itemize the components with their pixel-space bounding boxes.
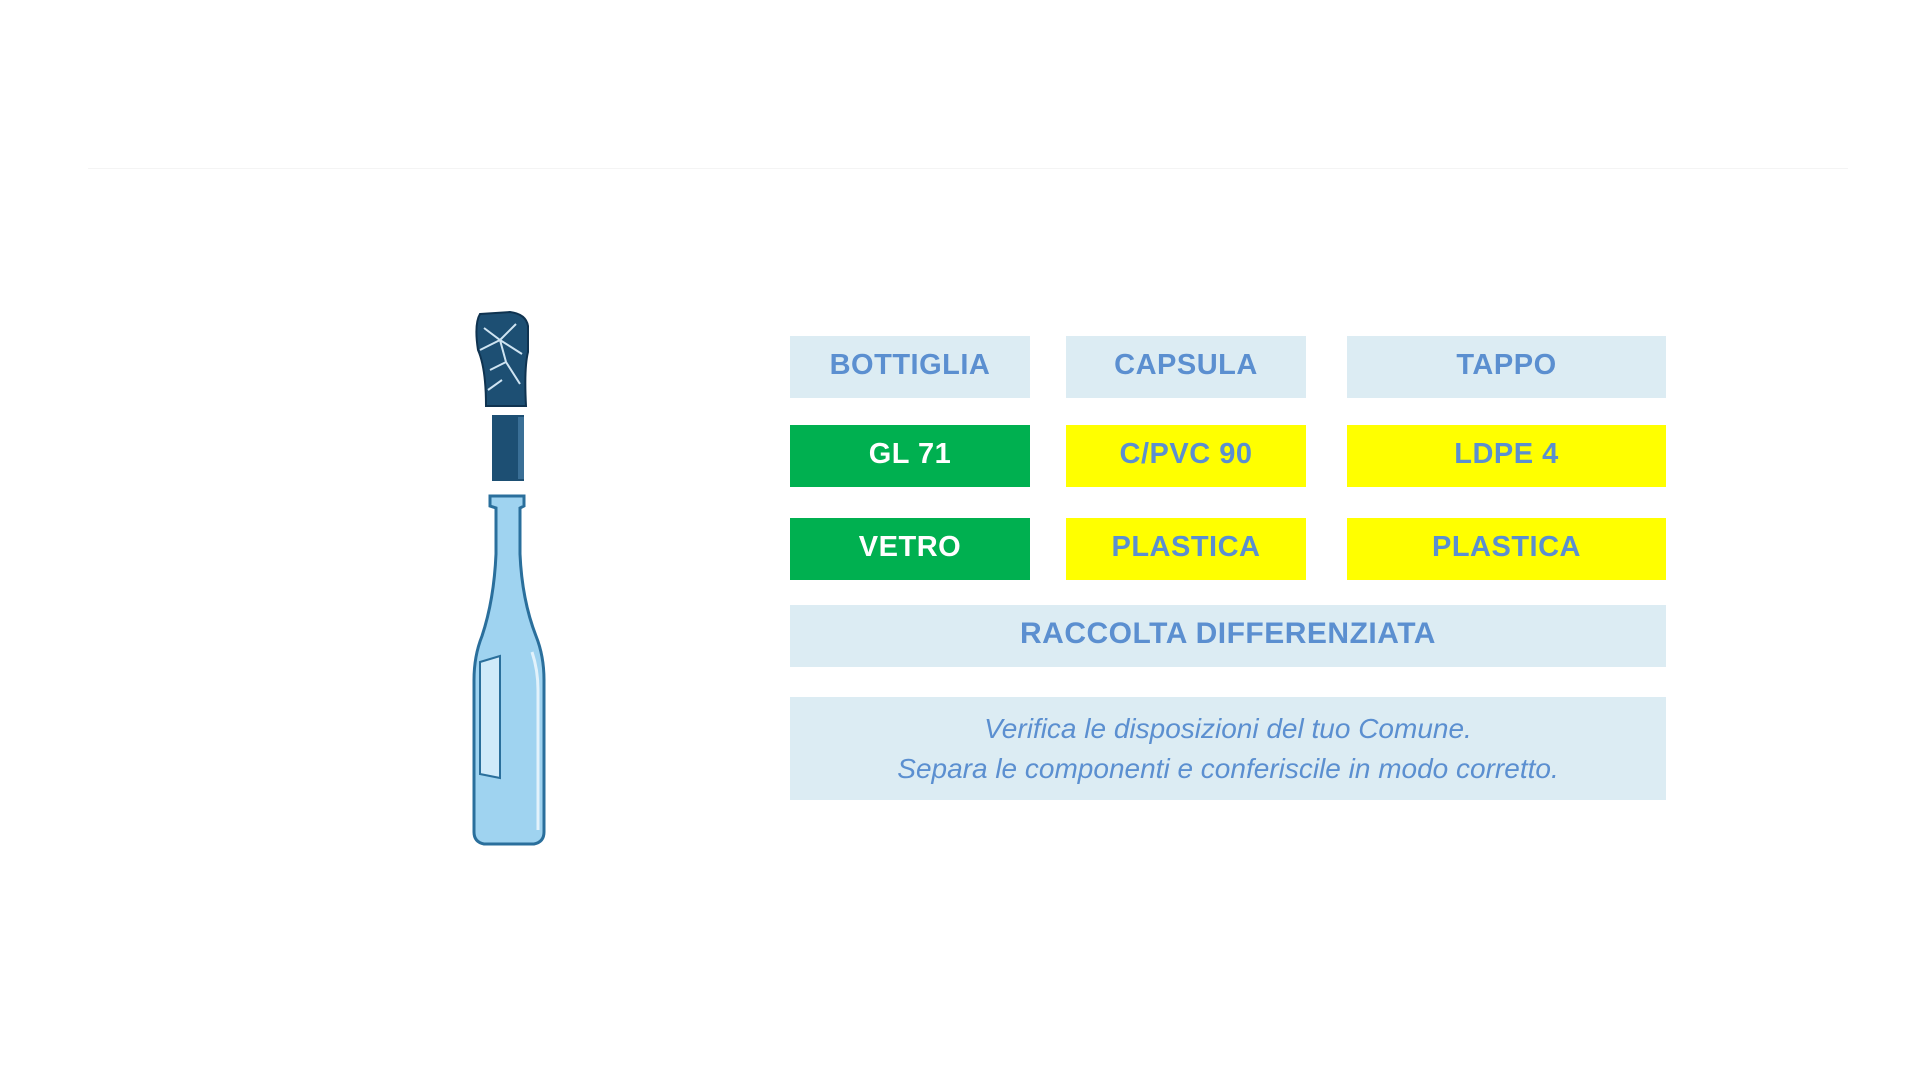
divider [88,168,1848,169]
code-cap: LDPE 4 [1347,425,1666,487]
note-line-1: Verifica le disposizioni del tuo Comune. [984,712,1472,744]
code-capsule: C/PVC 90 [1066,425,1306,487]
cork-icon [475,310,529,407]
material-cap: PLASTICA [1347,518,1666,580]
capsule-icon [492,415,524,481]
code-bottle: GL 71 [790,425,1030,487]
header-bottle: BOTTIGLIA [790,336,1030,398]
collection-banner: RACCOLTA DIFFERENZIATA [790,605,1666,667]
bottle-illustration [472,310,546,846]
material-capsule: PLASTICA [1066,518,1306,580]
disposal-note: Verifica le disposizioni del tuo Comune.… [790,697,1666,800]
bottle-icon [472,494,546,846]
header-cap: TAPPO [1347,336,1666,398]
material-bottle: VETRO [790,518,1030,580]
note-line-2: Separa le componenti e conferiscile in m… [897,752,1559,784]
header-capsule: CAPSULA [1066,336,1306,398]
